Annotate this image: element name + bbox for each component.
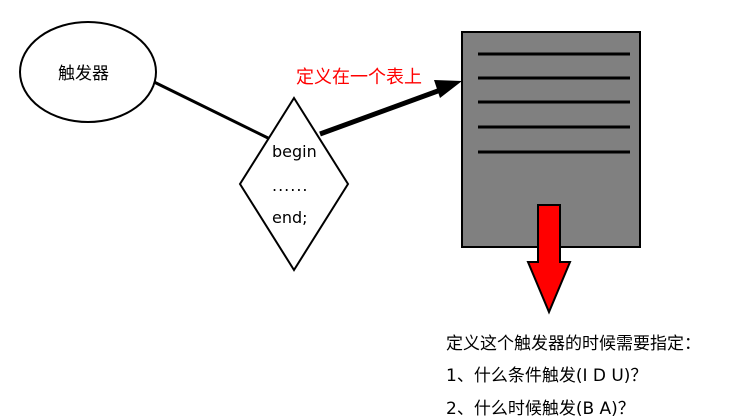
red-down-arrow	[526, 204, 572, 315]
code-diamond	[238, 96, 350, 272]
code-ellipsis: ......	[272, 176, 309, 195]
edge-label-on-table: 定义在一个表上	[296, 67, 422, 88]
arrowhead-to-table	[434, 80, 462, 98]
trigger-ellipse	[19, 21, 157, 123]
trigger-label: 触发器	[58, 64, 109, 84]
notes-item-1: 1、什么条件触发(I D U)？	[446, 366, 648, 386]
connector-code-to-table	[319, 85, 447, 137]
notes-heading: 定义这个触发器的时候需要指定：	[446, 334, 701, 354]
code-begin: begin	[272, 142, 317, 161]
notes-item-2: 2、什么时候触发(B A)？	[446, 399, 635, 419]
code-end: end;	[272, 208, 308, 227]
connector-trigger-to-code	[149, 78, 269, 140]
